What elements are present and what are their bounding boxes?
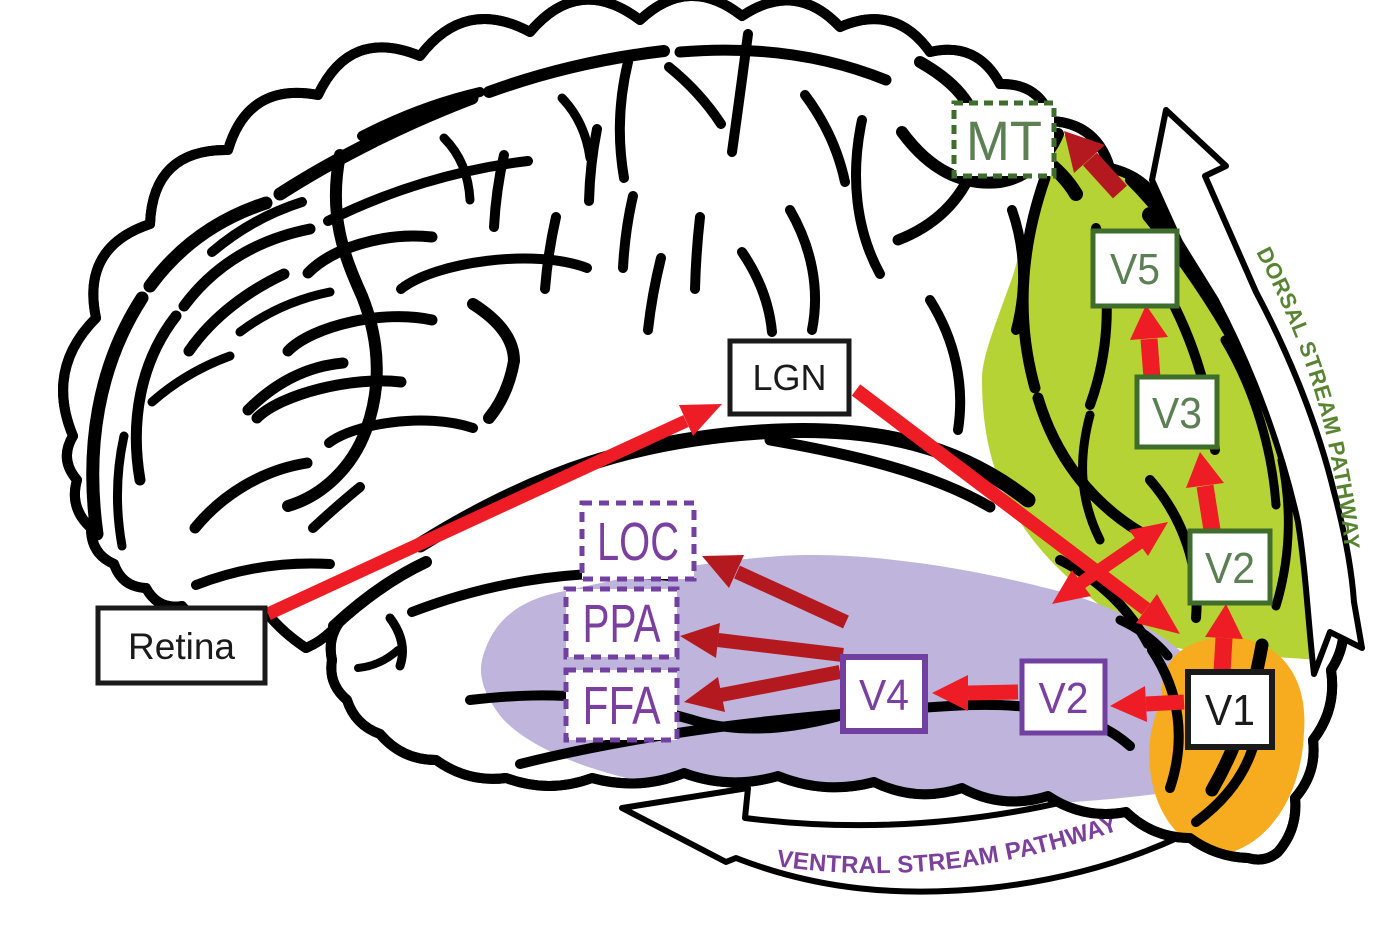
svg-text:PPA: PPA bbox=[583, 594, 661, 654]
svg-text:LGN: LGN bbox=[752, 357, 826, 398]
svg-text:MT: MT bbox=[966, 109, 1042, 172]
svg-text:V4: V4 bbox=[859, 671, 909, 720]
svg-text:FFA: FFA bbox=[583, 676, 661, 736]
svg-text:V2: V2 bbox=[1205, 544, 1255, 593]
svg-text:V3: V3 bbox=[1152, 389, 1202, 438]
svg-text:LOC: LOC bbox=[597, 512, 679, 572]
svg-text:Retina: Retina bbox=[128, 626, 235, 667]
svg-text:V1: V1 bbox=[1205, 686, 1255, 735]
svg-text:V2: V2 bbox=[1039, 674, 1089, 723]
svg-text:V5: V5 bbox=[1110, 245, 1160, 294]
